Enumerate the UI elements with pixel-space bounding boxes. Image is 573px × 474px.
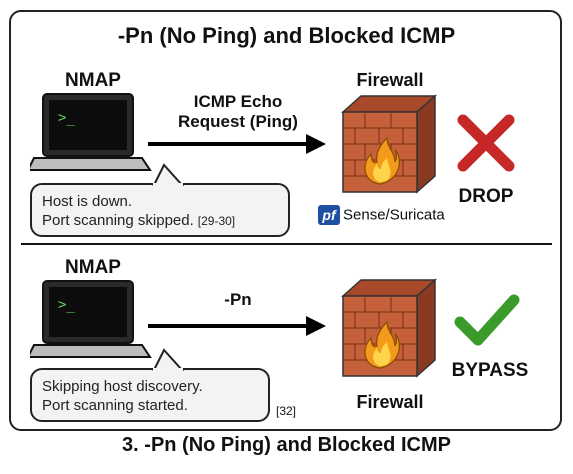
- diagram-title: -Pn (No Ping) and Blocked ICMP: [117, 23, 456, 48]
- bottom-arrow-label: -Pn: [224, 290, 252, 309]
- bottom-firewall-icon: [341, 278, 437, 378]
- top-bubble-line2-text: Port scanning skipped.: [42, 212, 194, 229]
- top-arrow-label-line1: ICMP Echo: [193, 92, 283, 111]
- top-arrow: [148, 134, 326, 154]
- top-bubble-line1: Host is down.: [42, 193, 133, 210]
- top-firewall-icon: [341, 94, 437, 194]
- bottom-terminal-prompt: >_: [58, 297, 75, 313]
- panel-divider: [21, 243, 552, 245]
- bottom-laptop-icon: >_: [30, 280, 152, 358]
- top-bubble-line2: Port scanning skipped.[29-30]: [42, 211, 278, 231]
- bottom-arrow: [148, 316, 326, 336]
- top-terminal-prompt: >_: [58, 110, 75, 126]
- vendor-text: Sense/Suricata: [343, 206, 445, 224]
- bypass-check-icon: [454, 294, 520, 346]
- top-status-bubble: Host is down. Port scanning skipped.[29-…: [30, 183, 290, 237]
- bottom-result-label: BYPASS: [451, 360, 529, 381]
- bottom-bubble-tail: [152, 348, 185, 372]
- top-bubble-ref: [29-30]: [197, 214, 236, 228]
- drop-x-icon: [457, 114, 515, 172]
- top-laptop-icon: >_: [30, 93, 152, 171]
- top-nmap-label: NMAP: [65, 70, 121, 91]
- bottom-bubble-ref: [32]: [276, 404, 297, 418]
- bottom-bubble-line2: Port scanning started.: [42, 397, 188, 414]
- top-arrow-label: ICMP Echo Request (Ping): [168, 92, 308, 132]
- top-result-label: DROP: [458, 186, 514, 207]
- diagram-caption: 3. -Pn (No Ping) and Blocked ICMP: [122, 434, 451, 456]
- top-arrow-label-line2: Request (Ping): [178, 112, 298, 131]
- bottom-status-bubble: Skipping host discovery. Port scanning s…: [30, 368, 270, 422]
- bottom-nmap-label: NMAP: [65, 257, 121, 278]
- bottom-bubble-line1: Skipping host discovery.: [42, 378, 203, 395]
- top-bubble-tail: [152, 163, 185, 187]
- bottom-firewall-label: Firewall: [356, 392, 424, 412]
- top-firewall-label: Firewall: [356, 70, 424, 90]
- pfsense-logo-icon: pf: [318, 205, 340, 225]
